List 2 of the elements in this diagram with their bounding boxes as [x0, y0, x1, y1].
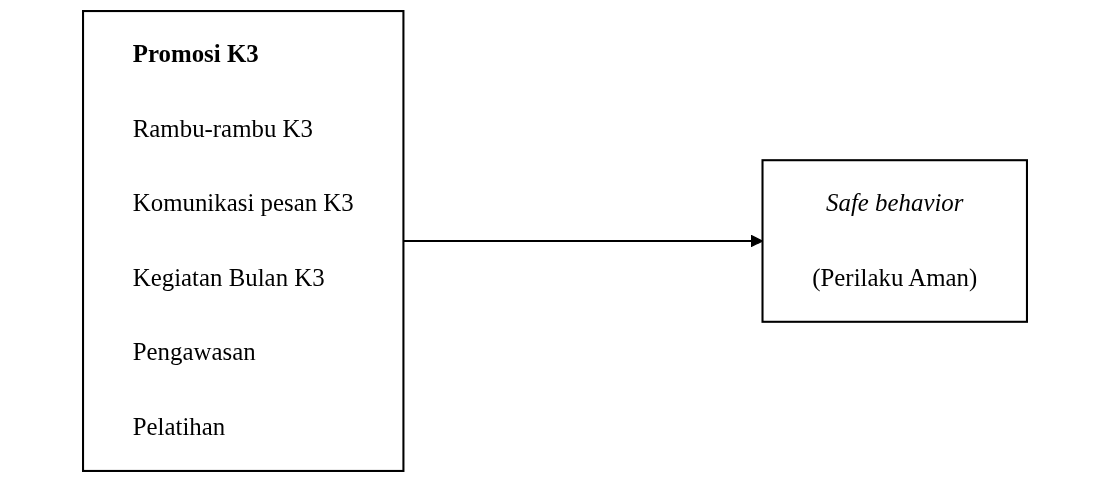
node-box: Promosi K3 Rambu-rambu K3 Komunikasi pesan K3 Kegiatan Bulan K3 Pengawasan Pelatihan — [82, 10, 405, 472]
node-box: Safe behavior (Perilaku Aman) — [761, 159, 1028, 323]
